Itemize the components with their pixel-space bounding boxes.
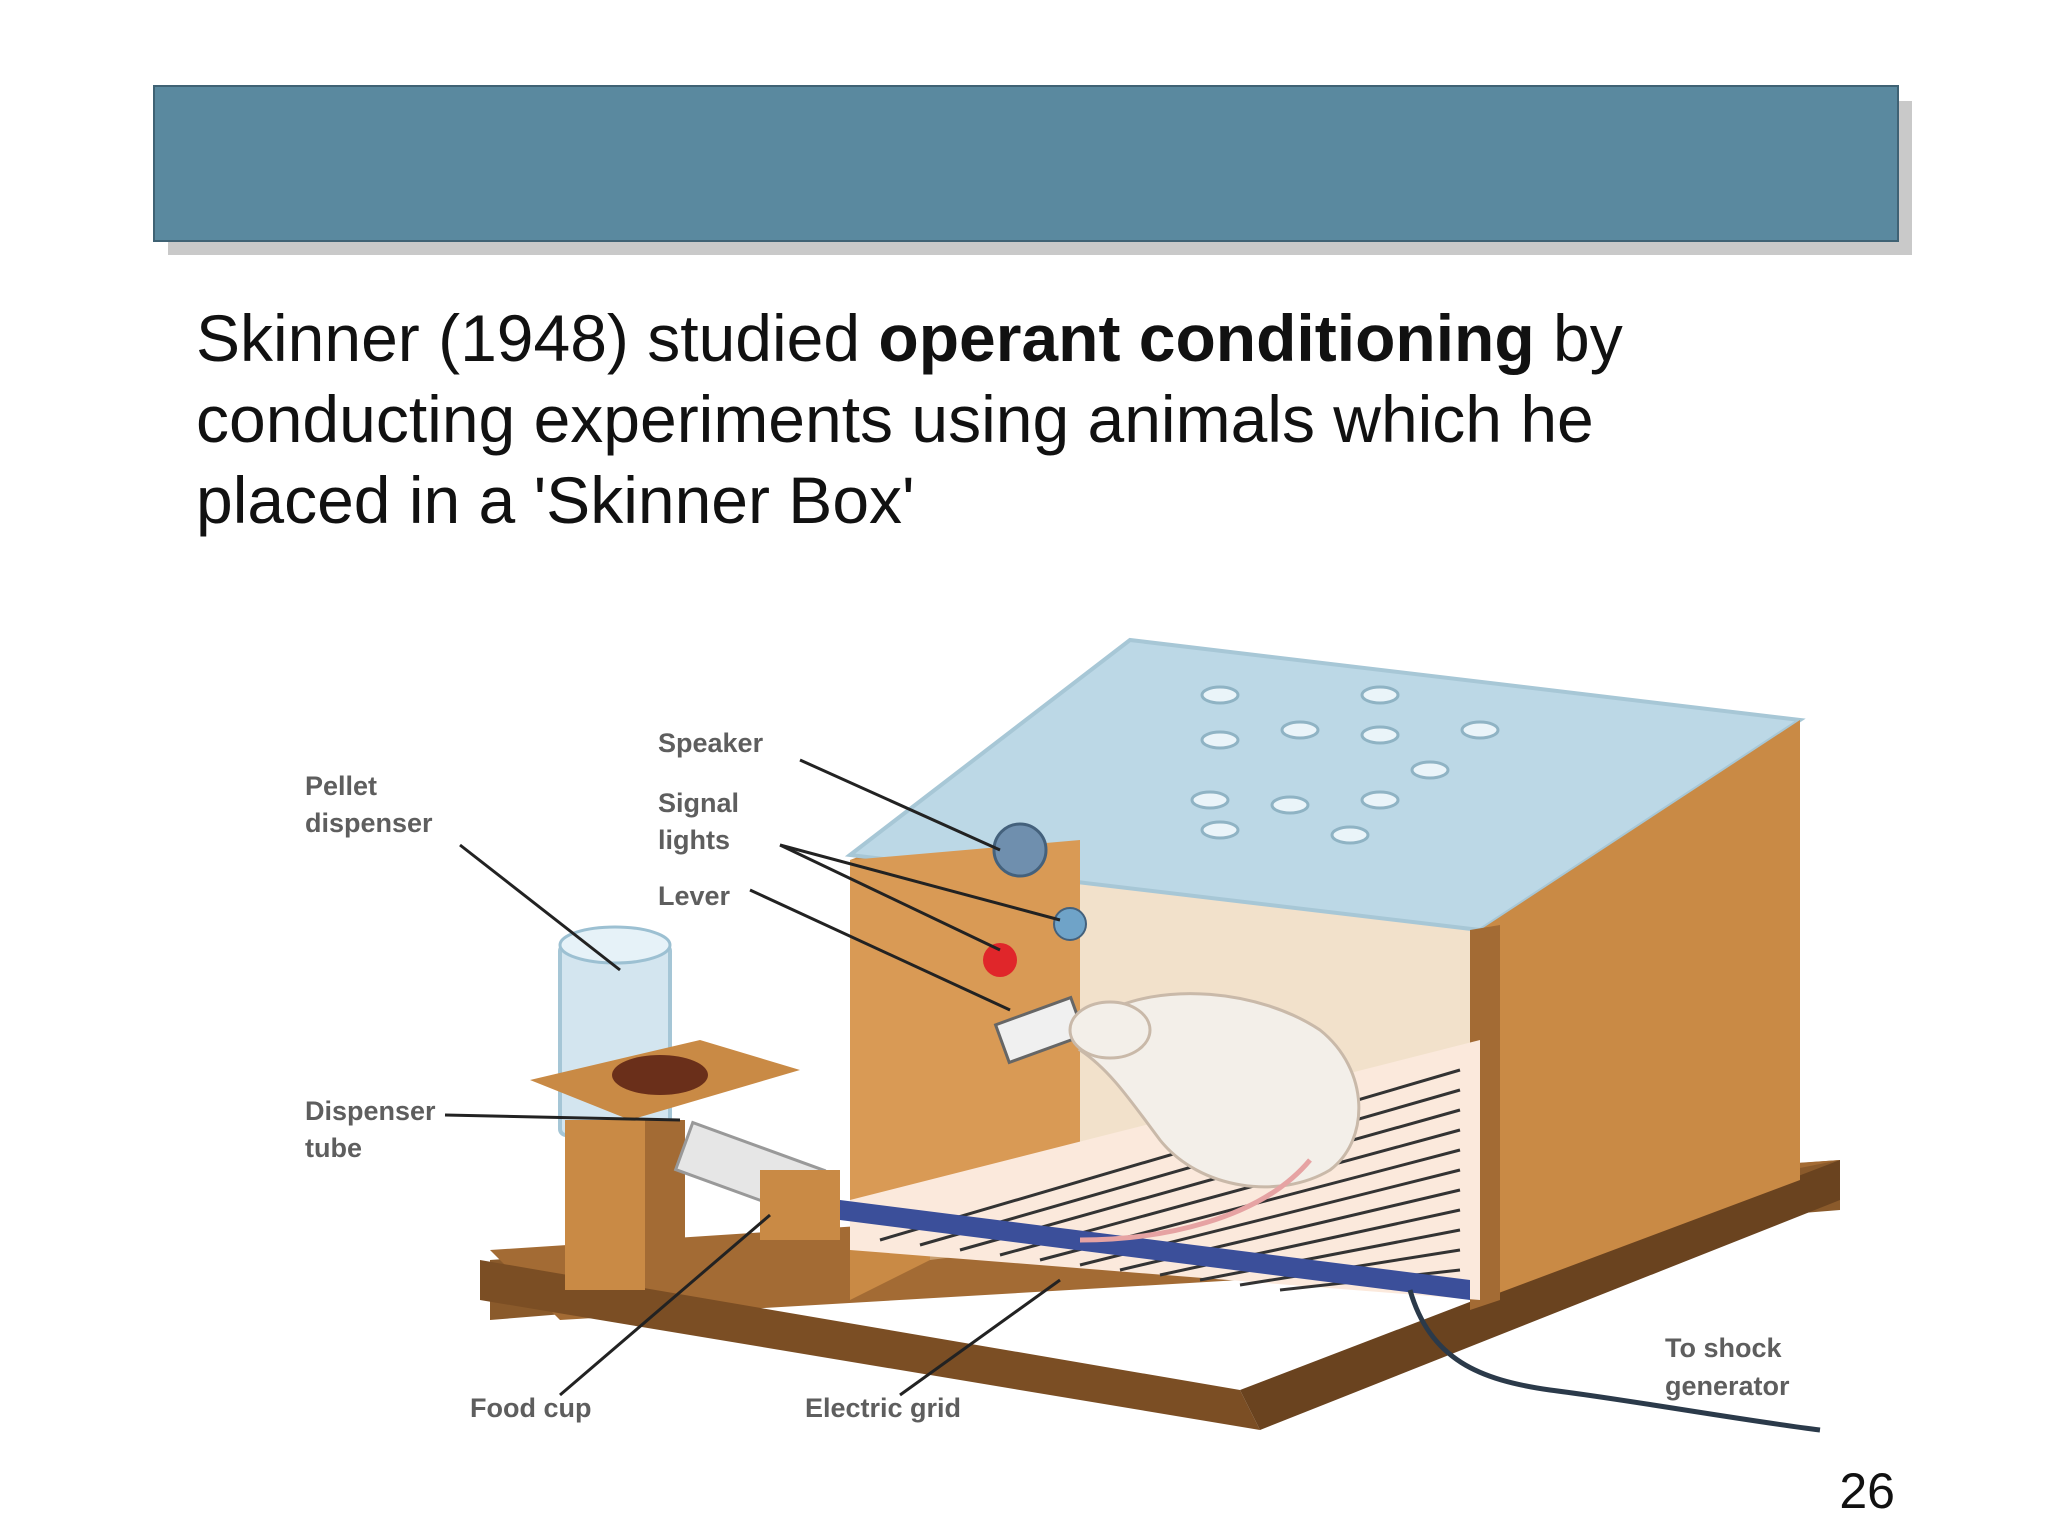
text-line-2: conducting experiments using animals whi… xyxy=(196,382,1594,456)
base-board-right xyxy=(1240,1160,1840,1430)
label-lever: Lever xyxy=(658,881,731,911)
ventilation-holes xyxy=(1190,685,1500,845)
dispenser-stand xyxy=(565,1120,645,1290)
label-signal-lights-line1: Signal xyxy=(658,788,739,818)
food-hopper xyxy=(612,1055,708,1095)
label-electric-grid: Electric grid xyxy=(805,1393,961,1423)
title-bar xyxy=(153,85,1899,242)
term-operant-conditioning: operant conditioning xyxy=(878,301,1535,375)
box-right-wall xyxy=(1480,720,1800,1300)
dispenser-stand-side xyxy=(645,1120,685,1270)
rat xyxy=(1078,992,1361,1189)
label-pellet-dispenser-line2: dispenser xyxy=(305,808,433,838)
text-line-3: placed in a 'Skinner Box' xyxy=(196,463,915,537)
label-pellet-dispenser-line1: Pellet xyxy=(305,771,377,801)
label-to-shock-line2: generator xyxy=(1665,1371,1790,1401)
text-line-1-start: Skinner (1948) studied xyxy=(196,301,879,375)
label-signal-lights-line2: lights xyxy=(658,825,730,855)
rat-tail xyxy=(1079,1158,1312,1243)
label-dispenser-tube-line2: tube xyxy=(305,1133,362,1163)
grid-front-strip xyxy=(840,1200,1470,1300)
base-board-front xyxy=(480,1260,1260,1430)
signal-light-red-icon xyxy=(983,943,1017,977)
label-to-shock-line1: To shock xyxy=(1665,1333,1783,1363)
leader-lines xyxy=(444,758,1061,1397)
shock-cable xyxy=(1407,1289,1821,1433)
label-dispenser-tube-line1: Dispenser xyxy=(305,1096,436,1126)
rat-head xyxy=(1068,1000,1152,1060)
label-food-cup: Food cup xyxy=(470,1393,591,1423)
text-line-1: Skinner (1948) studied operant condition… xyxy=(196,298,1816,379)
pellet-dispenser-top xyxy=(558,925,672,965)
slide-body-text: Skinner (1948) studied operant condition… xyxy=(196,298,1816,541)
skinner-box-diagram: Pellet dispenser Speaker Signal lights L… xyxy=(305,637,1840,1433)
signal-light-blue-icon xyxy=(1053,907,1087,941)
label-speaker: Speaker xyxy=(658,728,764,758)
text-line-1-end: by xyxy=(1534,301,1623,375)
front-panel xyxy=(850,840,1080,1250)
skinner-box-illustration: Pellet dispenser Speaker Signal lights L… xyxy=(180,600,1860,1480)
speaker-icon xyxy=(992,822,1048,878)
page-number: 26 xyxy=(1839,1463,1895,1519)
food-cup xyxy=(760,1170,840,1240)
